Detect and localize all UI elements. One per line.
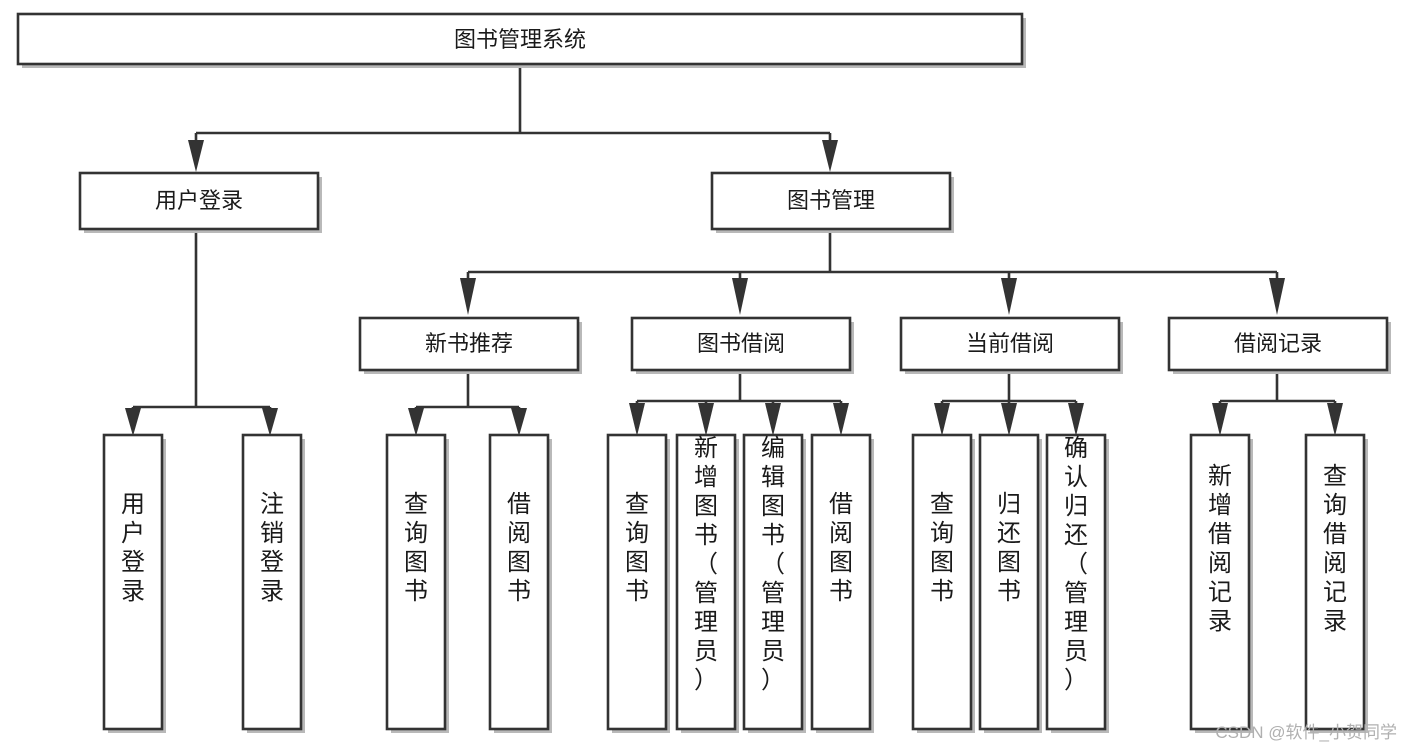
node-book-borrow[interactable]: 图书借阅 [630,316,854,374]
node-leaf-return-book-label: 归还图书 [997,491,1021,605]
node-leaf-add-book[interactable]: 新增图书（管理员） [675,433,739,733]
connector-layer [125,64,1343,436]
node-leaf-user-logout[interactable]: 注销登录 [241,433,305,733]
node-user-login-box [78,171,320,231]
node-leaf-confirm-return-box [1045,433,1107,731]
node-leaf-query-record-box [1304,433,1366,731]
node-root-label: 图书管理系统 [454,27,586,52]
node-book-manage-box [710,171,952,231]
node-leaf-user-logout-box [241,433,303,731]
connector-current-borrow-to-bus [940,374,1078,407]
node-leaf-edit-book[interactable]: 编辑图书（管理员） [742,433,806,733]
node-leaf-query-book-3-box [911,433,973,731]
node-leaf-user-login[interactable]: 用户登录 [102,433,166,733]
node-borrow-record[interactable]: 借阅记录 [1167,316,1391,374]
arrow-to-leaf-query-book-1 [408,408,424,436]
arrow-to-leaf-add-record [1212,403,1228,436]
node-user-login-label: 用户登录 [155,188,243,213]
arrow-to-new-book-rec [460,278,476,315]
node-new-book-rec-box [358,316,580,372]
node-leaf-borrow-book-2-label: 借阅图书 [829,491,853,605]
node-new-book-rec-label: 新书推荐 [425,331,513,356]
arrow-to-leaf-query-book-2 [629,403,645,436]
arrow-to-leaf-borrow-book-2 [833,403,849,436]
arrow-to-leaf-edit-book [765,403,781,436]
arrow-to-book-manage [822,140,838,172]
node-root-box [16,12,1024,66]
node-root[interactable]: 图书管理系统 [16,12,1026,68]
node-leaf-borrow-book-1-box [488,433,550,731]
node-leaf-borrow-book-2-box [810,433,872,731]
connector-root-to-bus [194,64,832,145]
node-book-manage[interactable]: 图书管理 [710,171,954,233]
node-current-borrow-label: 当前借阅 [966,331,1054,356]
csdn-watermark: CSDN @软件_小贺同学 [1215,723,1397,742]
arrow-to-leaf-user-logout [262,408,278,436]
node-leaf-query-record-label: 查询借阅记录 [1323,463,1347,635]
node-borrow-record-label: 借阅记录 [1234,331,1322,356]
node-leaf-query-book-1-label: 查询图书 [404,491,428,605]
node-leaf-query-book-1[interactable]: 查询图书 [385,433,449,733]
node-leaf-query-book-3[interactable]: 查询图书 [911,433,975,733]
node-leaf-user-logout-label: 注销登录 [260,491,284,605]
node-leaf-add-book-box [675,433,737,731]
connector-new-book-rec-to-bus [414,374,521,413]
connector-borrow-record-to-bus [1218,374,1337,407]
arrow-to-leaf-add-book [698,403,714,436]
arrow-to-leaf-confirm-return [1068,403,1084,436]
node-leaf-return-book[interactable]: 归还图书 [978,433,1042,733]
node-current-borrow[interactable]: 当前借阅 [899,316,1123,374]
arrow-to-leaf-query-book-3 [934,403,950,436]
arrow-to-leaf-user-login [125,408,141,436]
node-leaf-query-book-3-label: 查询图书 [930,491,954,605]
arrow-to-leaf-query-record [1327,403,1343,436]
node-leaf-add-book-label: 新增图书（管理员） [694,435,718,694]
node-leaf-query-book-2-label: 查询图书 [625,491,649,605]
arrow-to-leaf-return-book [1001,403,1017,436]
node-leaf-add-record-box [1189,433,1251,731]
arrow-to-book-borrow [732,278,748,315]
node-leaf-borrow-book-1[interactable]: 借阅图书 [488,433,552,733]
node-book-manage-label: 图书管理 [787,188,875,213]
node-leaf-add-record-label: 新增借阅记录 [1208,463,1232,635]
node-leaf-edit-book-box [742,433,804,731]
node-leaf-query-book-2[interactable]: 查询图书 [606,433,670,733]
arrow-to-borrow-record [1269,278,1285,315]
node-borrow-record-box [1167,316,1389,372]
node-book-borrow-box [630,316,852,372]
connector-book-borrow-to-bus [635,374,843,407]
node-leaf-return-book-box [978,433,1040,731]
node-book-borrow-label: 图书借阅 [697,331,785,356]
node-leaf-user-login-label: 用户登录 [121,491,145,605]
node-leaf-confirm-return[interactable]: 确认归还（管理员） [1045,433,1109,733]
node-leaf-query-record[interactable]: 查询借阅记录 [1304,433,1368,733]
node-leaf-borrow-book-1-label: 借阅图书 [507,491,531,605]
arrow-to-user-login [188,140,204,172]
node-leaf-query-book-1-box [385,433,447,731]
arrow-to-leaf-borrow-book-1 [511,408,527,436]
node-current-borrow-box [899,316,1121,372]
node-leaf-confirm-return-label: 确认归还（管理员） [1064,435,1088,694]
node-leaf-add-record[interactable]: 新增借阅记录 [1189,433,1253,733]
node-new-book-rec[interactable]: 新书推荐 [358,316,582,374]
node-leaf-query-book-2-box [606,433,668,731]
connector-book-manage-to-bus [466,233,1279,280]
arrow-to-current-borrow [1001,278,1017,315]
node-leaf-borrow-book-2[interactable]: 借阅图书 [810,433,874,733]
node-leaf-user-login-box [102,433,164,731]
connector-user-login-to-bus [131,233,272,413]
node-user-login[interactable]: 用户登录 [78,171,322,233]
node-leaf-edit-book-label: 编辑图书（管理员） [761,435,785,694]
